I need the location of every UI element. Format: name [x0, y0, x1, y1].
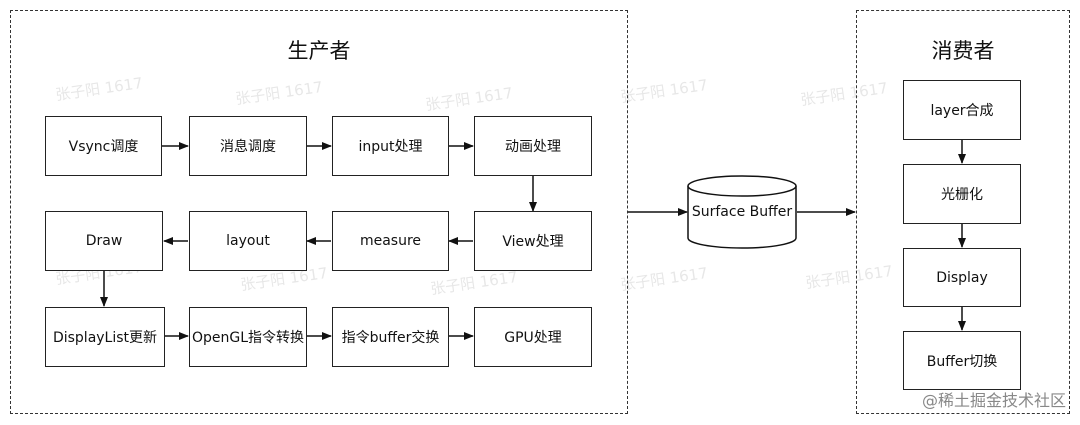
- node-swap: 指令buffer交换: [332, 307, 449, 367]
- node-bufswap: Buffer切换: [903, 331, 1021, 390]
- surface-buffer-label: Surface Buffer: [691, 204, 793, 220]
- producer-group: 生产者: [10, 10, 628, 414]
- node-layout: layout: [189, 211, 307, 271]
- node-anim: 动画处理: [474, 116, 592, 176]
- footer-watermark: @稀土掘金技术社区: [921, 391, 1066, 410]
- surface-buffer-cylinder: [687, 175, 797, 249]
- node-measure: measure: [332, 211, 449, 271]
- node-raster: 光栅化: [903, 164, 1021, 224]
- node-msg: 消息调度: [189, 116, 307, 176]
- node-input: input处理: [332, 116, 449, 176]
- consumer-title: 消费者: [931, 39, 995, 63]
- node-draw: Draw: [45, 211, 163, 271]
- node-display: Display: [903, 248, 1021, 307]
- producer-title: 生产者: [287, 39, 351, 63]
- consumer-group: 消费者: [856, 10, 1070, 414]
- node-displaylist: DisplayList更新: [45, 307, 165, 367]
- node-opengl: OpenGL指令转换: [189, 307, 307, 367]
- node-view: View处理: [474, 211, 592, 271]
- node-gpu: GPU处理: [474, 307, 592, 367]
- node-layer: layer合成: [903, 80, 1021, 140]
- node-vsync: Vsync调度: [45, 116, 162, 176]
